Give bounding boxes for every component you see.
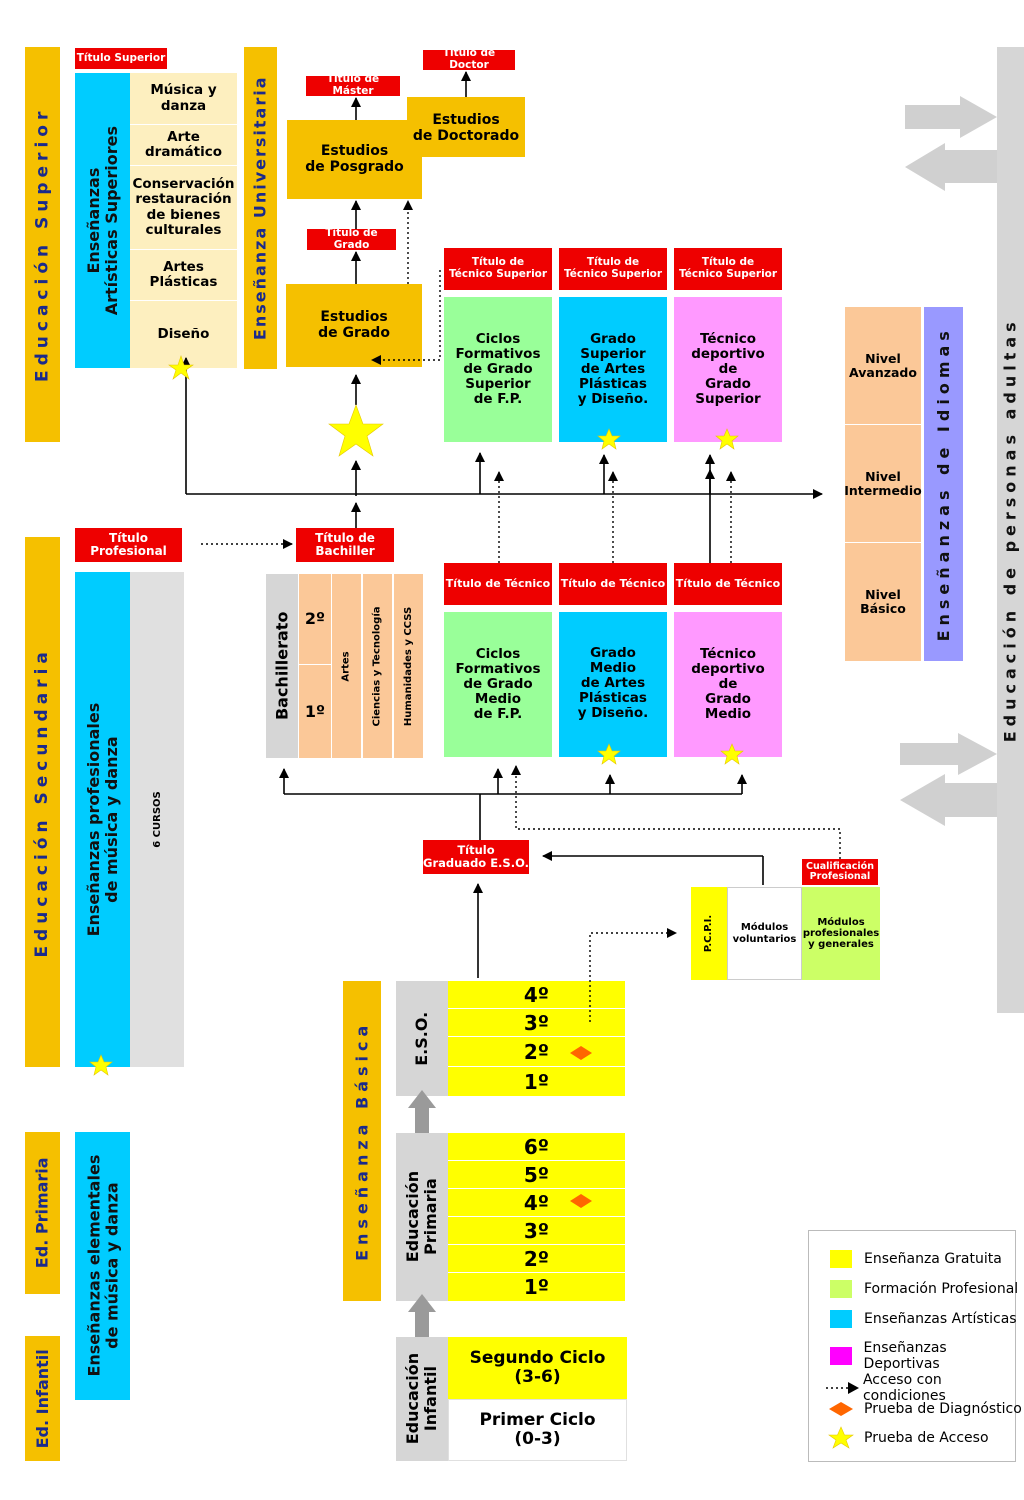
legend-swatch-magenta xyxy=(830,1347,852,1365)
estudios-grado: Estudios de Grado xyxy=(286,284,422,367)
eso-course-3: 3º xyxy=(448,1009,625,1037)
art-item-diseno: Diseño xyxy=(130,301,237,368)
star-icon xyxy=(720,743,744,765)
star-icon xyxy=(168,355,194,380)
profesionales-musica-label: Enseñanzas profesionales de música y dan… xyxy=(75,572,130,1067)
legend-item-diagnostico: Prueba de Diagnóstico xyxy=(826,1401,1022,1417)
estudios-doctorado: Estudios de Doctorado xyxy=(407,97,525,157)
profesionales-musica-courses: 6 CURSOS xyxy=(130,572,184,1067)
legend-swatch-green xyxy=(830,1280,852,1298)
primaria-course-6: 6º xyxy=(448,1133,625,1161)
title-bachiller: Título de Bachiller xyxy=(296,528,394,562)
pcpi-label: P.C.P.I. xyxy=(691,887,727,980)
art-item-conservacion: Conservación restauración de bienes cult… xyxy=(130,166,237,250)
infantil-segundo-ciclo: Segundo Ciclo (3-6) xyxy=(448,1337,627,1399)
pcpi-generales: Módulos profesionales y generales xyxy=(802,887,880,980)
dotted-arrow-icon xyxy=(826,1382,859,1394)
title-tecnico-artes: Título de Técnico xyxy=(559,563,667,605)
artisticas-superiores-label: Enseñanzas Artísticas Superiores xyxy=(75,73,130,368)
idiomas-nivel-intermedio: Nivel Intermedio xyxy=(844,425,922,543)
legend-swatch-yellow xyxy=(830,1250,852,1268)
legend-item-gratuita: Enseñanza Gratuita xyxy=(830,1250,1002,1268)
title-tecnico-superior-fp: Título de Técnico Superior xyxy=(444,248,552,290)
star-icon xyxy=(89,1054,113,1076)
tecnico-deportivo-medio: Técnico deportivo de Grado Medio xyxy=(674,612,782,757)
stage-superior: Educación Superior xyxy=(25,47,60,442)
stage-basica: Enseñanza Básica xyxy=(343,981,381,1301)
eso-course-4: 4º xyxy=(448,981,625,1009)
legend-item-deportivas: Enseñanzas Deportivas xyxy=(830,1340,1024,1372)
star-icon xyxy=(715,428,739,450)
stage-secundaria: Educación Secundaria xyxy=(25,537,60,1067)
title-doctor: Título de Doctor xyxy=(423,48,515,71)
pcpi-voluntarios: Módulos voluntarios xyxy=(727,887,802,980)
title-tecnico-fp: Título de Técnico xyxy=(444,563,552,605)
diamond-icon xyxy=(829,1402,853,1416)
legend-swatch-cyan xyxy=(830,1310,852,1328)
adult-arrows-bottom xyxy=(900,733,997,826)
primaria-course-5: 5º xyxy=(448,1161,625,1189)
primaria-label: Educación Primaria xyxy=(396,1133,448,1301)
star-icon xyxy=(328,404,384,457)
infantil-primer-ciclo: Primer Ciclo (0-3) xyxy=(448,1399,627,1461)
grado-medio-artes: Grado Medio de Artes Plásticas y Diseño. xyxy=(559,612,667,757)
title-graduado-eso: Título Graduado E.S.O. xyxy=(423,840,529,874)
title-grado: Título de Grado xyxy=(307,227,396,250)
eso-course-2: 2º xyxy=(448,1037,625,1067)
title-superior: Título Superior xyxy=(75,48,167,69)
diamond-icon xyxy=(570,1194,592,1208)
stage-adultos: Educación de personas adultas xyxy=(997,47,1024,1013)
title-profesional: Título Profesional xyxy=(75,528,182,562)
stage-universitaria: Enseñanza Universitaria xyxy=(244,47,277,369)
title-cualificacion: Cualificación Profesional xyxy=(802,859,878,885)
art-item-arte-dramatico: Arte dramático xyxy=(130,125,237,166)
stage-infantil: Ed. Infantil xyxy=(25,1336,60,1461)
grado-superior-artes: Grado Superior de Artes Plásticas y Dise… xyxy=(559,297,667,442)
art-item-artes-plasticas: Artes Plásticas xyxy=(130,250,237,301)
primaria-course-3: 3º xyxy=(448,1217,625,1245)
bachillerato-year-1: 1º xyxy=(299,665,331,758)
primaria-course-4: 4º xyxy=(448,1189,625,1217)
stage-idiomas: Enseñanzas de Idiomas xyxy=(924,307,963,661)
basic-up-arrows xyxy=(408,1090,436,1337)
legend-item-fp: Formación Profesional xyxy=(830,1280,1018,1298)
star-icon xyxy=(597,743,621,765)
star-icon xyxy=(597,428,621,450)
title-master: Título de Máster xyxy=(306,74,400,97)
primaria-course-2: 2º xyxy=(448,1245,625,1273)
primaria-course-1: 1º xyxy=(448,1273,625,1301)
title-tecnico-superior-deportivo: Título de Técnico Superior xyxy=(674,248,782,290)
estudios-posgrado: Estudios de Posgrado xyxy=(287,120,422,199)
bachillerato-modalidad-artes: Artes xyxy=(331,574,361,758)
bachillerato-year-2: 2º xyxy=(299,574,331,665)
infantil-label: Educación Infantil xyxy=(396,1337,448,1461)
legend-item-acceso: Acceso con condiciones xyxy=(826,1372,1024,1404)
tecnico-deportivo-superior: Técnico deportivo de Grado Superior xyxy=(674,297,782,442)
art-item-musica: Música y danza xyxy=(130,73,237,125)
legend-item-artisticas: Enseñanzas Artísticas xyxy=(830,1310,1017,1328)
idiomas-nivel-basico: Nivel Básico xyxy=(845,543,921,661)
ciclo-medio-fp: Ciclos Formativos de Grado Medio de F.P. xyxy=(444,612,552,757)
bachillerato-modalidad-ciencias: Ciencias y Tecnología xyxy=(362,574,392,758)
legend-box xyxy=(808,1230,1016,1462)
adult-arrows-top xyxy=(905,96,997,191)
bachillerato-modalidad-humanidades: Humanidades y CCSS xyxy=(393,574,423,758)
stage-primaria: Ed. Primaria xyxy=(25,1132,60,1294)
elementales-musica-label: Enseñanzas elementales de música y danza xyxy=(75,1132,130,1400)
title-tecnico-superior-artes: Título de Técnico Superior xyxy=(559,248,667,290)
ciclo-superior-fp: Ciclos Formativos de Grado Superior de F… xyxy=(444,297,552,442)
legend-item-prueba-acceso: Prueba de Acceso xyxy=(826,1426,989,1450)
idiomas-nivel-avanzado: Nivel Avanzado xyxy=(845,307,921,425)
bachillerato-label: Bachillerato xyxy=(266,574,298,758)
title-tecnico-deportivo: Título de Técnico xyxy=(674,563,782,605)
diamond-icon xyxy=(570,1046,592,1060)
eso-label: E.S.O. xyxy=(396,981,448,1096)
eso-course-1: 1º xyxy=(448,1067,625,1096)
star-icon xyxy=(828,1426,854,1449)
